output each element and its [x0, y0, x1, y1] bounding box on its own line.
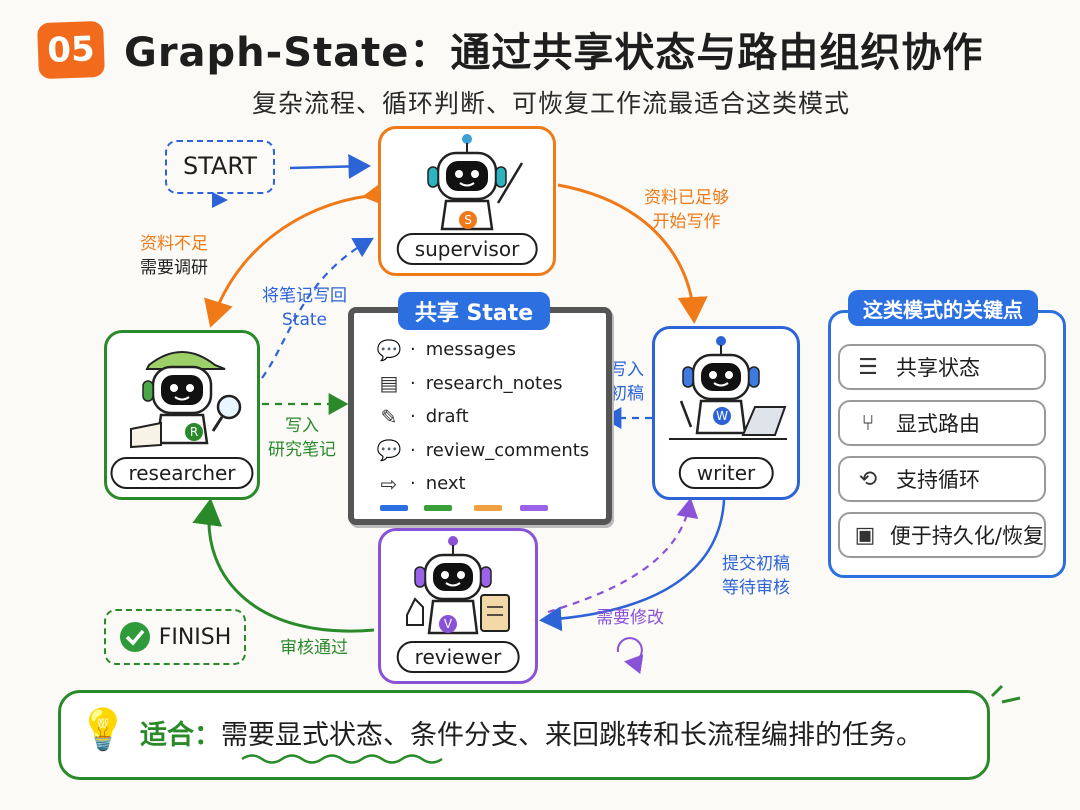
key-point-label: 显式路由 [896, 412, 980, 436]
edge-label-write-draft-line1: 写入 [610, 360, 644, 380]
writer-node: W writer [652, 326, 800, 500]
arrow-start-supervisor [289, 153, 371, 179]
notes-icon: ▤ [379, 371, 399, 396]
save-icon: ▣ [854, 522, 876, 548]
cycle-icon: ⟲ [858, 466, 878, 492]
database-icon: ☰ [858, 354, 878, 380]
state-field: ✎·draft [372, 400, 589, 434]
edge-label-submit: 提交初稿 等待审核 [722, 552, 790, 600]
state-field-name: draft [425, 406, 469, 428]
reviewer-badge: V [439, 615, 457, 633]
edge-label-write-draft-line2: 初稿 [610, 384, 644, 404]
key-point-item: ⑂ 显式路由 [838, 400, 1046, 446]
edge-label-revise: 需要修改 [596, 608, 664, 628]
key-point-label: 共享状态 [896, 356, 980, 380]
writer-label: writer [678, 457, 774, 489]
supervisor-label: supervisor [396, 233, 538, 265]
pencil-icon: ✎ [380, 404, 398, 429]
supervisor-robot-icon [427, 134, 524, 231]
edge-label-submit-line2: 等待审核 [722, 578, 790, 598]
state-field-name: research_notes [425, 372, 563, 394]
edge-label-enough-line1: 资料已足够 [644, 188, 729, 208]
edge-label-insufficient: 资料不足 需要调研 [140, 232, 208, 280]
state-field-name: messages [425, 339, 517, 361]
marker-green [424, 505, 452, 511]
state-field-name: next [425, 473, 466, 495]
researcher-robot-icon [130, 351, 242, 449]
reviewer-node: V reviewer [378, 528, 538, 684]
edge-label-insufficient-line2: 需要调研 [140, 258, 208, 278]
edge-label-write-notes-line2: 研究笔记 [268, 440, 336, 460]
state-field-list: 💬·messages ▤·research_notes ✎·draft 💬·re… [372, 333, 590, 501]
shared-state-title: 共享 State [398, 292, 550, 330]
supervisor-badge: S [459, 211, 477, 229]
key-points-title: 这类模式的关键点 [848, 290, 1038, 326]
edge-label-insufficient-line1: 资料不足 [140, 234, 208, 254]
finish-label: FINISH [158, 624, 232, 650]
start-label: START [182, 152, 258, 180]
comment-icon: 💬 [376, 438, 402, 463]
footer-banner [58, 690, 990, 780]
edge-label-write-notes: 写入 研究笔记 [268, 414, 336, 462]
shared-state-board [348, 307, 612, 525]
message-icon: 💬 [376, 337, 402, 362]
footer-key: 适合： [140, 720, 221, 751]
page-subtitle: 复杂流程、循环判断、可恢复工作流最适合这类模式 [252, 89, 851, 118]
play-icon [212, 192, 228, 208]
marker-blue [380, 505, 408, 511]
edge-label-submit-line1: 提交初稿 [722, 554, 790, 574]
researcher-node: R researcher [104, 330, 260, 500]
state-field: 💬·review_comments [372, 434, 590, 468]
signpost-icon: ⇨ [380, 471, 398, 496]
routing-icon: ⑂ [861, 410, 875, 436]
marker-orange [474, 505, 502, 511]
arrow-reviewer-writer [547, 497, 699, 614]
lightbulb-icon: 💡 [78, 707, 128, 753]
edge-label-writeback: 将笔记写回 State [262, 284, 347, 332]
check-circle-icon [119, 622, 150, 652]
arrow-researcher-supervisor [261, 237, 374, 379]
sparkle-icon [990, 684, 1021, 704]
key-point-item: ☰ 共享状态 [838, 344, 1046, 390]
edge-label-write-draft: 写入 初稿 [610, 358, 644, 406]
edge-label-enough-line2: 开始写作 [652, 212, 721, 232]
state-field: ▤·research_notes [372, 367, 589, 401]
arrow-reviewer-researcher [192, 498, 375, 633]
researcher-label: researcher [110, 457, 254, 489]
underline-squiggle [241, 754, 443, 764]
page-title: Graph-State：通过共享状态与路由组织协作 [124, 30, 984, 76]
edge-label-approved: 审核通过 [280, 638, 348, 658]
researcher-badge: R [185, 423, 203, 441]
loop-icon [616, 637, 644, 675]
key-point-label: 便于持久化/恢复 [889, 524, 1044, 548]
edge-label-write-notes-line1: 写入 [285, 416, 319, 436]
writer-badge: W [713, 407, 731, 425]
edge-label-enough: 资料已足够 开始写作 [644, 186, 729, 234]
finish-node: FINISH [104, 609, 246, 665]
key-point-item: ⟲ 支持循环 [838, 456, 1046, 502]
reviewer-label: reviewer [396, 641, 520, 673]
footer-body: 需要显式状态、条件分支、来回跳转和长流程编排的任务。 [221, 720, 923, 751]
state-field: ⇨·next [372, 467, 589, 501]
footer-text: 适合：需要显式状态、条件分支、来回跳转和长流程编排的任务。 [140, 713, 923, 752]
reviewer-robot-icon [406, 536, 510, 635]
state-field-name: review_comments [425, 439, 590, 461]
writer-robot-icon [669, 336, 787, 440]
arrow-supervisor-researcher [204, 178, 391, 328]
arrow-supervisor-writer [557, 183, 708, 324]
key-point-item: ▣ 便于持久化/恢复 [838, 512, 1046, 558]
start-node: START [165, 140, 275, 194]
arrow-writer-reviewer [539, 499, 726, 632]
key-point-label: 支持循环 [896, 468, 980, 492]
edge-label-writeback-line1: 将笔记写回 [262, 286, 347, 306]
supervisor-node: S supervisor [378, 126, 556, 276]
marker-purple [520, 505, 548, 511]
edge-label-writeback-line2: State [282, 310, 327, 330]
state-field: 💬·messages [372, 333, 589, 367]
